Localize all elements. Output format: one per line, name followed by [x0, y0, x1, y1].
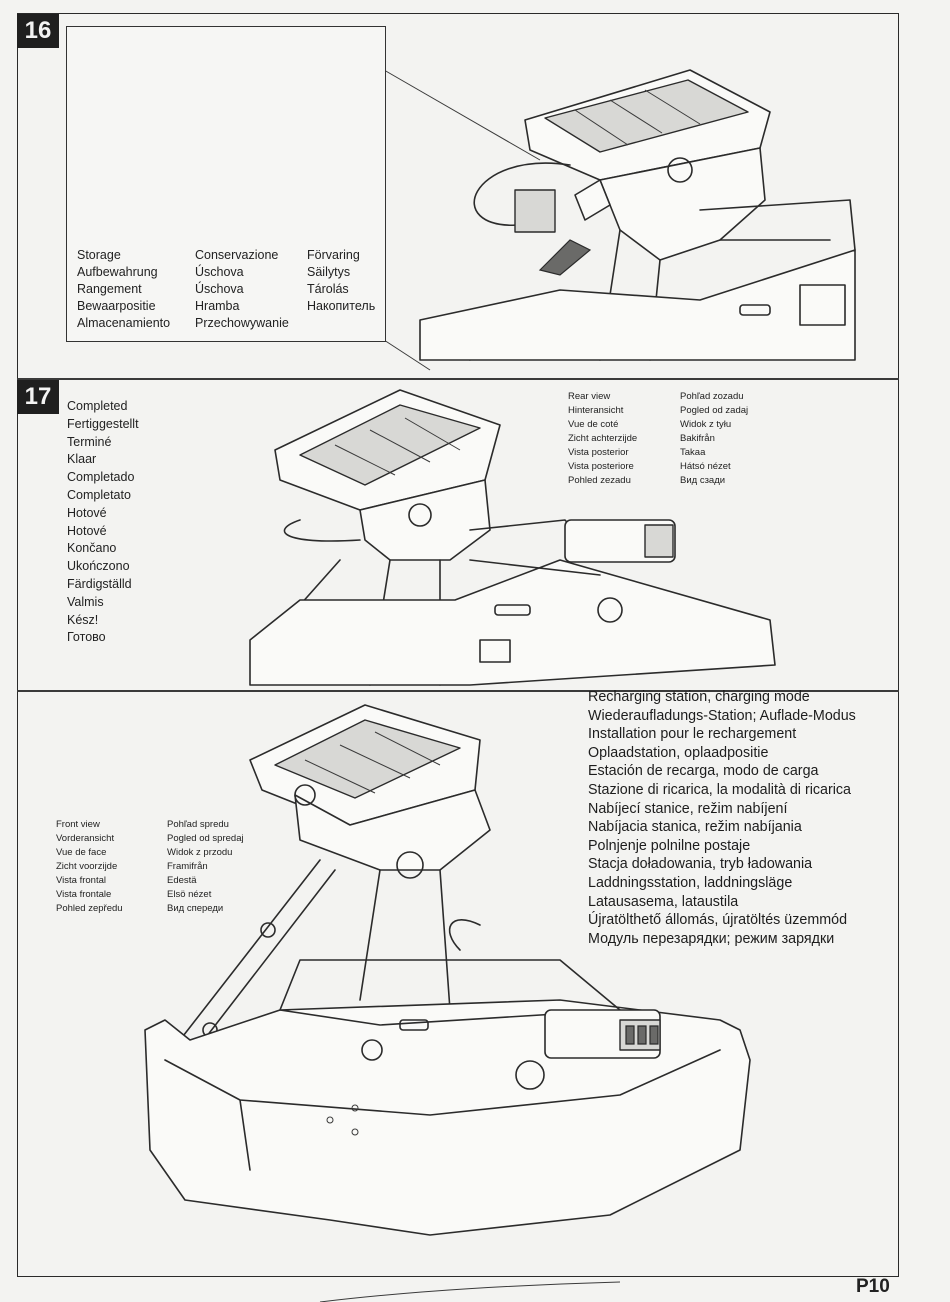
storage-inset: Storage Conservazione Förvaring Aufbewah… [66, 26, 386, 342]
front-view-label: Vista frontale [56, 889, 112, 900]
rear-view-label: Zicht achterzijde [568, 433, 638, 444]
completed-label: Completato [67, 487, 131, 502]
front-view-label: Pohľad spredu [167, 819, 229, 830]
storage-label: Úschova [195, 282, 244, 296]
rear-view-label: Takaa [680, 447, 706, 458]
storage-label: Tárolás [307, 282, 349, 296]
rear-view-label: Hátsó nézet [680, 461, 731, 472]
completed-label: Ukończono [67, 559, 130, 574]
completed-label: Completed [67, 399, 128, 413]
front-view-label: Vue de face [56, 847, 107, 858]
rear-view-label: Bakifrån [680, 433, 715, 444]
rear-view-label: Hinteransicht [568, 405, 624, 416]
front-view-label: Vista frontal [56, 875, 106, 886]
completed-labels: Completed Fertiggestellt Terminé Klaar C… [67, 398, 139, 647]
completed-label: Готово [67, 630, 106, 645]
storage-label: Bewaarpositie [77, 299, 156, 313]
step16-illustration [383, 69, 856, 371]
rear-view-label: Vue de coté [568, 419, 619, 430]
charging-mode-illustration [144, 704, 751, 1236]
rear-view-label: Pogled od zadaj [680, 405, 749, 416]
storage-label: Aufbewahrung [77, 265, 158, 279]
front-view-label: Pohled zepředu [56, 903, 123, 914]
charging-mode-label: Модуль перезарядки; режим зарядки [588, 930, 835, 947]
rear-view-label: Widok z tyłu [680, 419, 732, 430]
charging-mode-label: Wiederaufladungs-Station; Auflade-Modus [588, 707, 856, 724]
rear-view-label: Pohled zezadu [568, 475, 631, 486]
front-view-label: Elsö nézet [167, 889, 212, 900]
charging-mode-label: Stazione di ricarica, la modalità di ric… [588, 781, 852, 798]
charging-mode-labels: Recharging station, charging mode Wieder… [588, 688, 856, 948]
front-view-label: Zicht voorzijde [56, 861, 118, 872]
completed-label: Valmis [67, 594, 104, 609]
storage-label: Rangement [77, 282, 142, 296]
front-view-label: Widok z przodu [167, 847, 233, 858]
step-number-17: 17 [17, 380, 59, 414]
charging-mode-label: Estación de recarga, modo de carga [588, 763, 819, 780]
page-frame [17, 13, 899, 1277]
front-view-label: Vorderansicht [56, 833, 115, 844]
storage-label [307, 315, 387, 332]
completed-label: Completado [67, 470, 135, 485]
charging-mode-label: Stacja doładowania, tryb ładowania [588, 856, 813, 873]
step17-illustration [249, 389, 776, 686]
charging-mode-label: Laddningsstation, laddningsläge [588, 874, 793, 891]
charging-mode-label: Recharging station, charging mode [588, 689, 810, 705]
charging-mode-label: Polnjenje polnilne postaje [588, 837, 751, 854]
rear-view-labels: Rear view Pohľad zozadu Hinteransicht Po… [568, 390, 790, 488]
front-view-label: Pogled od spredaj [167, 833, 244, 844]
rear-view-label: Vista posteriore [568, 461, 634, 472]
charging-mode-label: Nabíjacia stanica, režim nabíjania [588, 819, 802, 836]
rear-view-label: Pohľad zozadu [680, 391, 744, 402]
rear-view-label: Rear view [568, 391, 611, 402]
step-number-16: 16 [17, 14, 59, 48]
front-view-labels: Front view Pohľad spredu Vorderansicht P… [56, 818, 277, 916]
rear-view-label: Вид сзади [680, 475, 726, 486]
charging-mode-label: Oplaadstation, oplaadpositie [588, 744, 769, 761]
storage-label: Przechowywanie [195, 316, 289, 330]
front-view-label: Edestä [167, 875, 197, 886]
front-view-label: Framifrån [167, 861, 208, 872]
storage-label: Hramba [195, 299, 240, 313]
storage-label: Storage [77, 248, 121, 262]
charging-mode-label: Nabíjecí stanice, režim nabíjení [588, 800, 788, 817]
charging-mode-label: Installation pour le rechargement [588, 726, 797, 743]
rear-view-label: Vista posterior [568, 447, 629, 458]
completed-label: Hotové [67, 523, 107, 538]
completed-label: Fertiggestellt [67, 416, 139, 431]
charging-mode-label: Újratölthető állomás, újratöltés üzemmód [588, 912, 848, 929]
front-view-label: Вид спереди [167, 903, 224, 914]
storage-label: Накопитель [307, 299, 376, 313]
divider-step-17-charging [17, 690, 899, 692]
page-number: P10 [856, 1276, 890, 1297]
storage-label: Almacenamiento [77, 316, 171, 330]
storage-label: Förvaring [307, 248, 360, 262]
completed-label: Hotové [67, 505, 107, 520]
completed-label: Färdigställd [67, 576, 132, 591]
completed-label: Kész! [67, 612, 99, 627]
storage-label: Säilytys [307, 265, 351, 279]
divider-step-16-17 [17, 378, 899, 380]
storage-labels: Storage Conservazione Förvaring Aufbewah… [77, 247, 387, 332]
completed-label: Končano [67, 541, 117, 556]
storage-label: Úschova [195, 265, 244, 279]
completed-label: Terminé [67, 434, 112, 449]
bottom-curve [319, 1281, 621, 1302]
completed-label: Klaar [67, 452, 97, 467]
storage-label: Conservazione [195, 248, 279, 262]
front-view-label: Front view [56, 819, 100, 830]
charging-mode-label: Latausasema, lataustila [588, 893, 739, 910]
